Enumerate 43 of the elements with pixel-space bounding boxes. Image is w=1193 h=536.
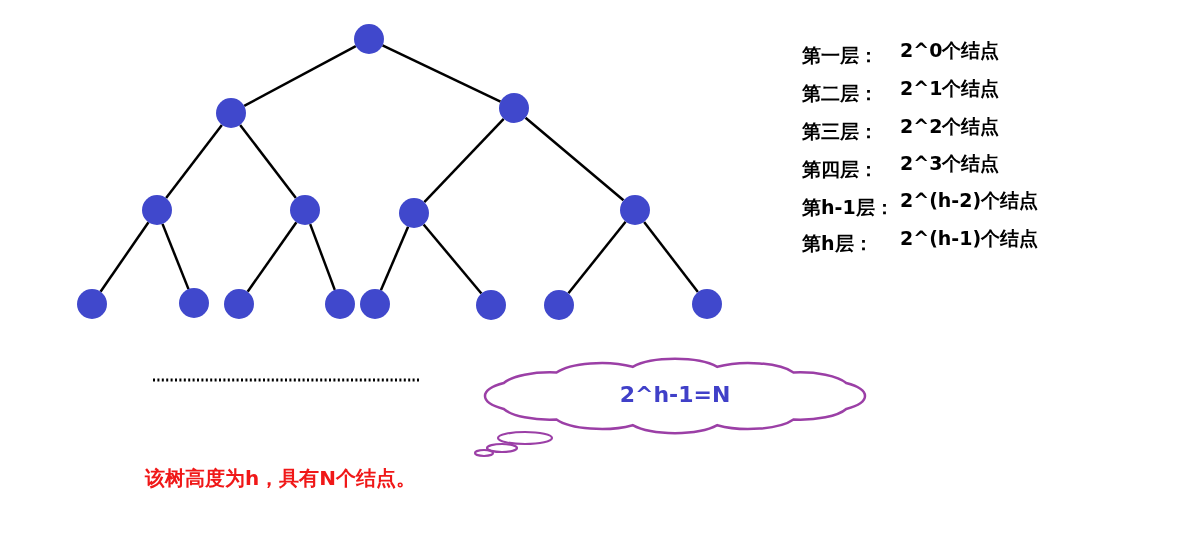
note-text: 该树高度为h，具有N个结点。 (145, 465, 416, 492)
tree-node (325, 289, 355, 319)
tree-edge (165, 124, 223, 199)
tree-node (224, 289, 254, 319)
tree-edge (99, 221, 150, 293)
tree-edge (161, 223, 190, 290)
level-label: 第三层： (802, 120, 878, 142)
tree-edge (422, 223, 483, 295)
level-label: 第一层： (802, 44, 878, 66)
formula-text: 2^h-1=N (618, 382, 732, 407)
tree-node (360, 289, 390, 319)
node-count-label: 2^0个结点 (900, 39, 1000, 61)
tree-node (142, 195, 172, 225)
tree-node (499, 93, 529, 123)
node-count-label: 2^3个结点 (900, 152, 1000, 174)
level-label: 第h层： (802, 232, 873, 254)
tree-node (290, 195, 320, 225)
tree-node (544, 290, 574, 320)
tree-edge (524, 116, 625, 202)
tree-edge (643, 221, 699, 293)
level-label: 第四层： (802, 158, 878, 180)
tree-node (216, 98, 246, 128)
level-label: 第二层： (802, 82, 878, 104)
node-count-label: 2^(h-2)个结点 (900, 189, 1039, 211)
tree-node (620, 195, 650, 225)
tree-node (77, 289, 107, 319)
tree-edge (243, 45, 357, 107)
tree-node (399, 198, 429, 228)
tree-edge (246, 221, 298, 293)
tree-edge (239, 124, 297, 199)
tree-edge (567, 220, 627, 295)
node-count-label: 2^2个结点 (900, 115, 1000, 137)
tree-edge (381, 44, 502, 103)
tree-node (476, 290, 506, 320)
tree-edge (309, 223, 336, 291)
tree-edge (423, 118, 505, 203)
tree-edge (379, 226, 410, 291)
node-count-label: 2^1个结点 (900, 77, 1000, 99)
tree-node (179, 288, 209, 318)
tree-node (692, 289, 722, 319)
tree-node (354, 24, 384, 54)
level-label: 第h-1层： (802, 196, 894, 218)
node-count-label: 2^(h-1)个结点 (900, 227, 1039, 249)
